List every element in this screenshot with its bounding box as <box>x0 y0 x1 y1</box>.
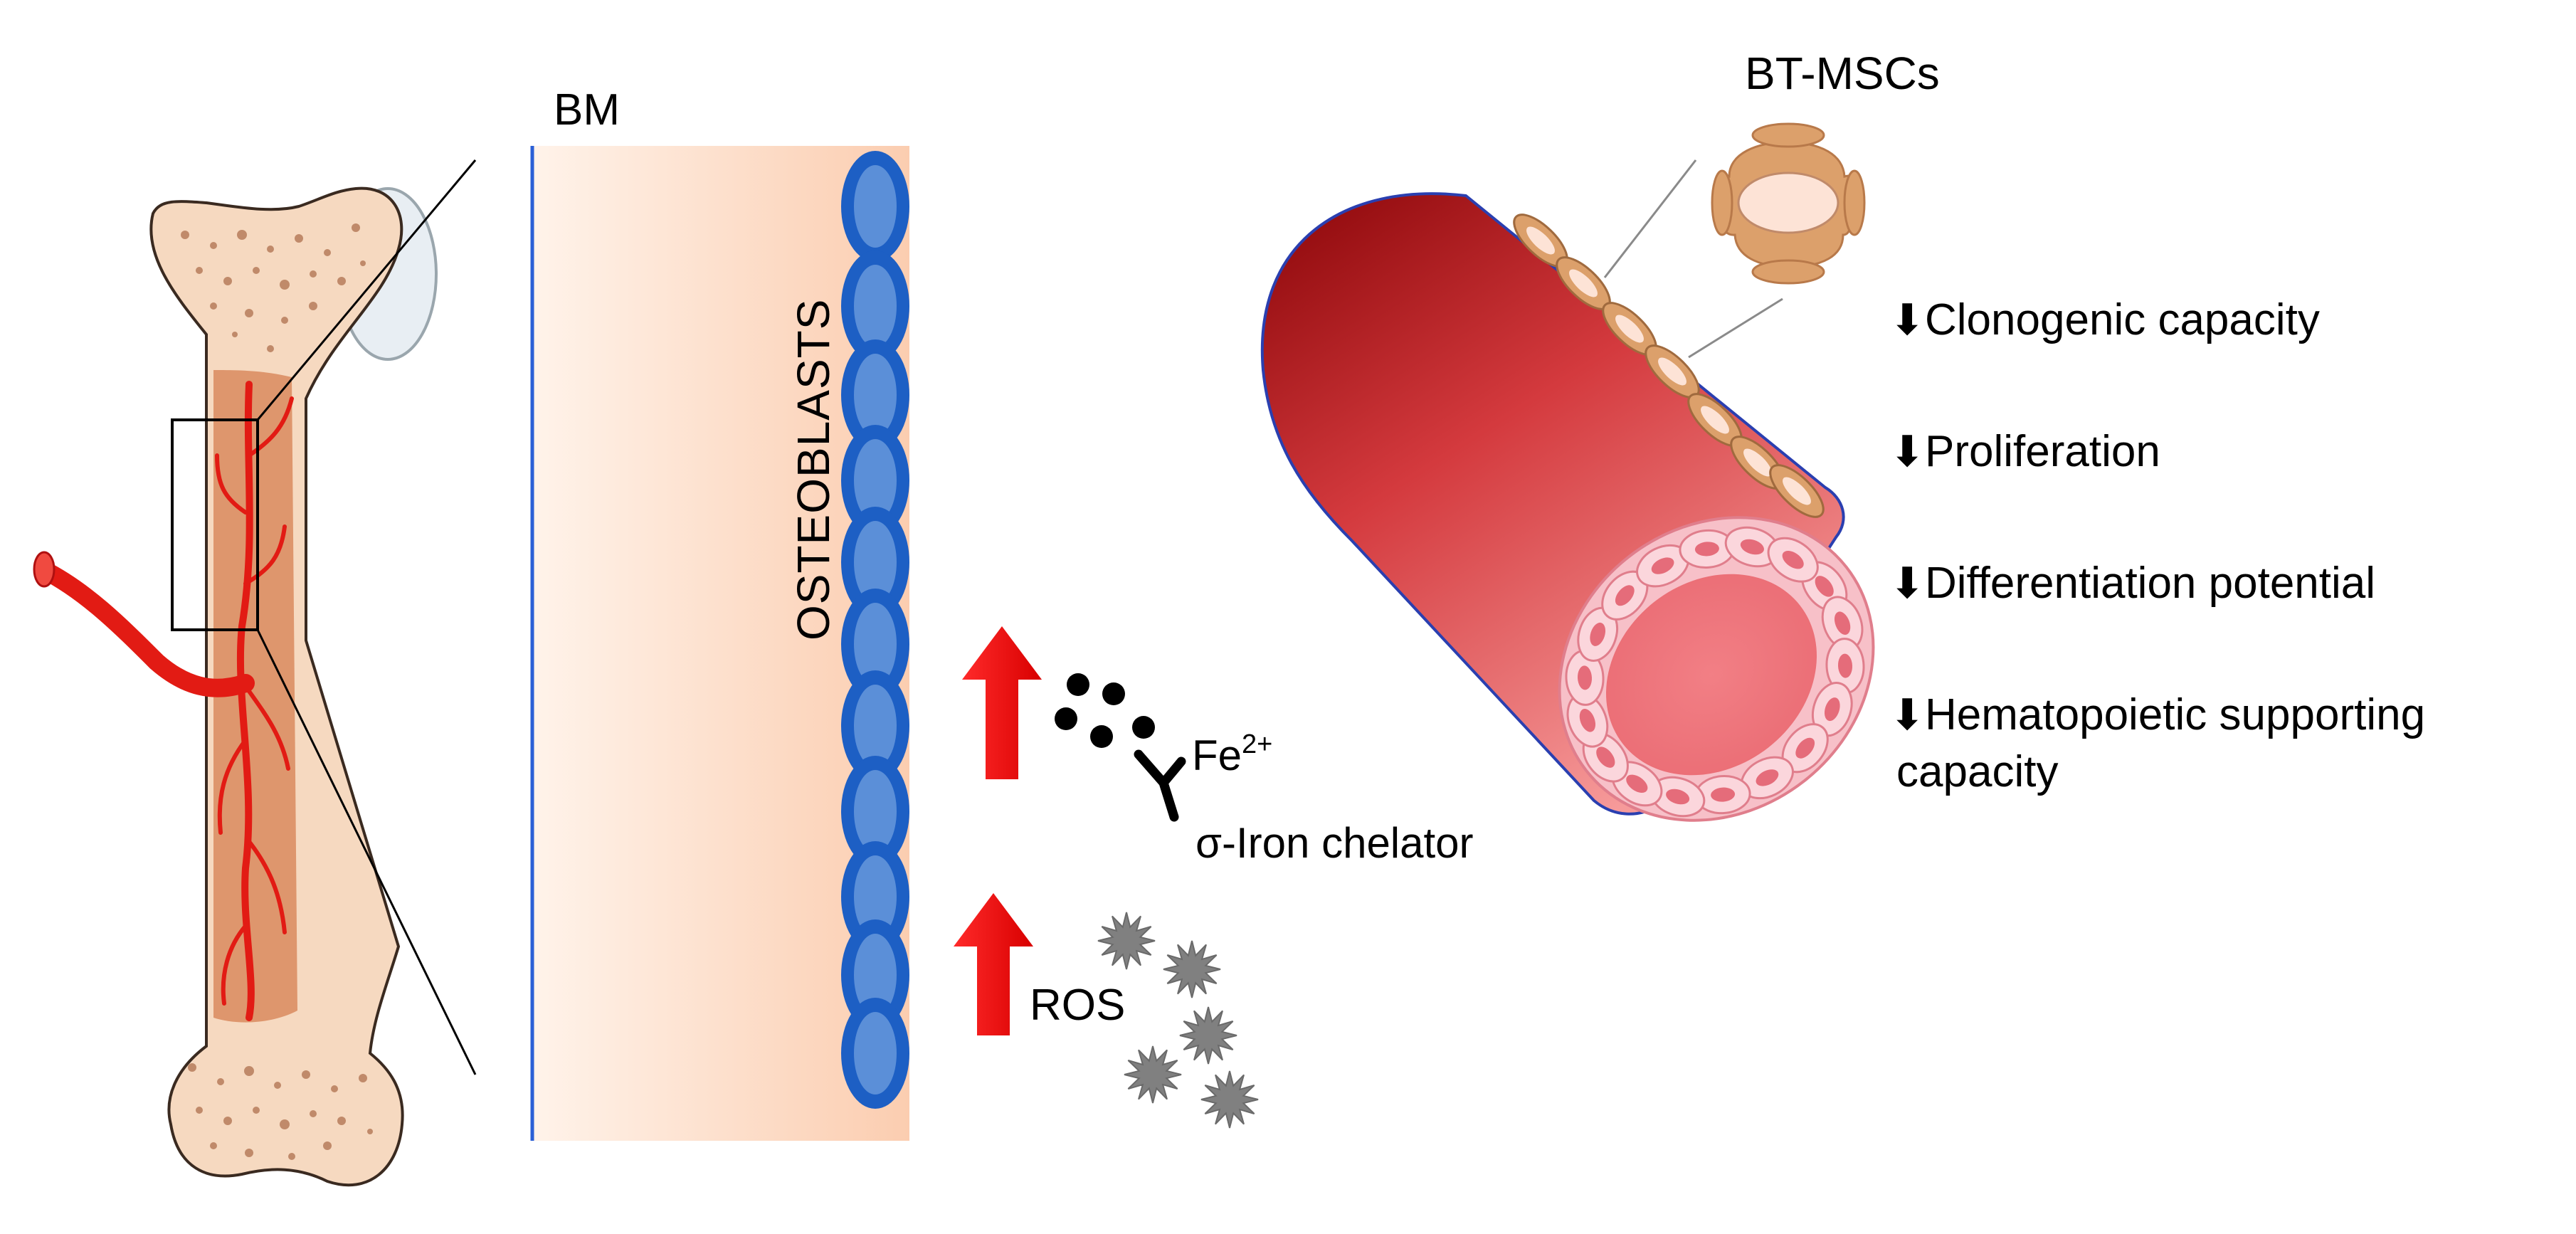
osteoblast-cell <box>841 841 909 952</box>
endothelial-cell <box>1767 537 1819 583</box>
endothelial-cell <box>1781 723 1829 774</box>
osteoblasts-label: OSTEOBLASTS <box>788 299 839 640</box>
nutrient-artery <box>33 560 255 697</box>
zoom-line-bottom <box>256 629 477 1075</box>
endothelial-cell <box>1740 756 1794 800</box>
decrease-arrow-icon: ⬇ <box>1889 428 1925 475</box>
vessel-lumen <box>1605 574 1817 776</box>
osteoblast-cell <box>841 998 909 1109</box>
decrease-arrow-icon: ⬇ <box>1889 559 1925 607</box>
perivascular-msc <box>1602 302 1657 356</box>
bt-mscs-label: BT-MSCs <box>1745 48 1940 99</box>
effect-text: capacity <box>1896 747 2058 796</box>
marrow-vessels <box>215 381 294 1021</box>
msc-cell-lobe-right <box>1843 169 1866 236</box>
msc-cell-lobe-left <box>1711 169 1733 236</box>
osteoblast-cell <box>841 670 909 781</box>
effect-item: ⬇Hematopoietic supporting capacity <box>1889 690 2425 796</box>
osteoblast-cell <box>841 919 909 1030</box>
ros-particles <box>1097 912 1259 1129</box>
effect-text: Differentiation potential <box>1925 559 2375 608</box>
msc-cell-lobe-bottom <box>1751 259 1825 285</box>
msc-cell-lobe-top <box>1751 122 1825 148</box>
effect-item: ⬇Proliferation <box>1889 427 2160 476</box>
effect-text: Proliferation <box>1925 427 2160 476</box>
endothelial-cells <box>1565 526 1865 818</box>
osteoblast-cell <box>841 756 909 867</box>
msc-effects-list: ⬇Clonogenic capacity⬇Proliferation⬇Diffe… <box>1889 295 2425 796</box>
effect-text: Clonogenic capacity <box>1925 295 2320 344</box>
endothelial-cell <box>1825 638 1865 695</box>
endothelial-cell <box>1821 596 1864 650</box>
ros-particle <box>1200 1070 1259 1129</box>
osteoblast-cell <box>841 339 909 450</box>
iron-increase-arrow <box>962 626 1042 779</box>
osteoblast-cell <box>841 589 909 700</box>
nutrient-artery-end <box>33 551 56 588</box>
chelator-symbol <box>1134 749 1186 822</box>
femur-bone-illustration <box>33 159 477 1187</box>
ros-particle <box>1097 912 1156 970</box>
osteoblast-cell <box>841 425 909 536</box>
endothelial-cell <box>1601 570 1649 621</box>
msc-cell-enlarged <box>1711 122 1866 285</box>
iron-ion-charge: 2+ <box>1242 729 1272 759</box>
iron-chelator-label: σ-Iron chelator <box>1195 819 1474 867</box>
decrease-arrow-icon: ⬇ <box>1889 691 1925 739</box>
osteoblast-cell <box>841 251 909 362</box>
osteoblast-layer <box>841 151 909 1109</box>
msc-callout-line-1 <box>1603 159 1697 278</box>
trabecular-bone-top <box>181 223 366 352</box>
effect-item: ⬇Differentiation potential <box>1889 559 2375 608</box>
osteoblast-cell <box>841 507 909 618</box>
perivascular-msc <box>1769 464 1825 518</box>
perivascular-msc <box>1687 393 1743 447</box>
bone-marrow-niche-panel: BM OSTEOBLASTS <box>530 85 909 1141</box>
iron-particles <box>1055 673 1155 748</box>
bm-label: BM <box>554 85 620 135</box>
endothelial-cell <box>1636 544 1690 588</box>
effect-text: Hematopoietic supporting <box>1925 690 2425 739</box>
zoom-region-box <box>171 418 259 631</box>
bt-msc-callout: BT-MSCs <box>1603 48 1940 359</box>
blood-vessel-illustration <box>1260 192 1875 822</box>
marrow-cavity <box>213 370 297 1023</box>
effect-item: ⬇Clonogenic capacity <box>1889 295 2320 344</box>
msc-callout-line-2 <box>1688 297 1783 359</box>
zoom-line-top <box>256 159 477 421</box>
msc-cell-nucleus <box>1737 172 1839 234</box>
endothelial-cell <box>1724 526 1780 568</box>
ros-particle <box>1179 1006 1237 1065</box>
ros-increase-arrow <box>954 893 1033 1035</box>
trabecular-bone-bottom <box>188 1063 373 1160</box>
ros-label: ROS <box>1030 981 1125 1030</box>
endothelial-cell <box>1694 775 1751 815</box>
perivascular-msc-chain <box>1513 213 1825 518</box>
osteoblast-cell <box>841 151 909 262</box>
decrease-arrow-icon: ⬇ <box>1889 296 1925 344</box>
iron-ion-label: Fe2+ <box>1192 729 1272 779</box>
iron-ros-factors: Fe2+ σ-Iron chelator ROS <box>954 626 1474 1129</box>
ros-particle <box>1163 940 1221 998</box>
ros-particle <box>1124 1045 1182 1104</box>
endothelial-cell <box>1565 649 1605 706</box>
